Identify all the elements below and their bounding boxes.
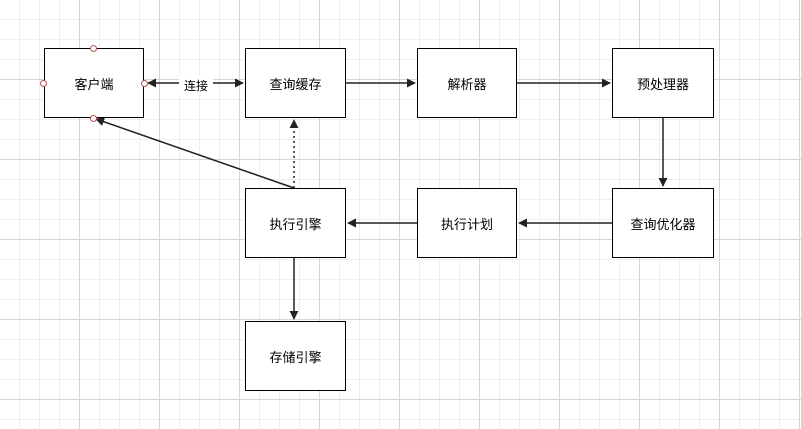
node-preprocessor-label: 预处理器 (636, 77, 689, 93)
node-parser-label: 解析器 (447, 77, 487, 93)
node-execution-engine[interactable]: 执行引擎 (245, 188, 346, 258)
node-query-optimizer-label: 查询优化器 (630, 217, 696, 233)
node-client-label: 客户端 (74, 77, 114, 93)
connection-handle-left[interactable] (40, 80, 47, 87)
connection-handle-bottom[interactable] (90, 115, 97, 122)
node-query-cache[interactable]: 查询缓存 (245, 48, 346, 118)
node-storage-engine-label: 存储引擎 (269, 350, 322, 366)
node-storage-engine[interactable]: 存储引擎 (245, 321, 346, 391)
edge-executor-client (95, 117, 295, 189)
connection-handle-right[interactable] (141, 80, 148, 87)
node-query-optimizer[interactable]: 查询优化器 (612, 188, 714, 258)
node-preprocessor[interactable]: 预处理器 (612, 48, 714, 118)
node-execution-engine-label: 执行引擎 (269, 217, 322, 233)
connection-handle-top[interactable] (90, 45, 97, 52)
node-query-cache-label: 查询缓存 (269, 77, 322, 93)
node-execution-plan[interactable]: 执行计划 (417, 188, 517, 258)
node-execution-plan-label: 执行计划 (440, 217, 493, 233)
node-client[interactable]: 客户端 (44, 48, 144, 118)
node-parser[interactable]: 解析器 (417, 48, 517, 118)
edge-label-connect: 连接 (179, 76, 213, 94)
